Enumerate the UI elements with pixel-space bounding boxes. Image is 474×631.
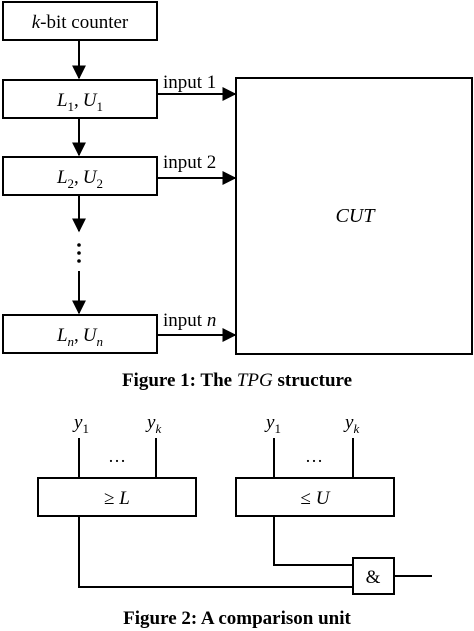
ge-comparator-box xyxy=(37,477,197,517)
input-1-label: input 1 xyxy=(163,72,216,93)
stage-2-box xyxy=(2,156,158,196)
ge-output-wire xyxy=(78,516,353,588)
left-yk-label: yk xyxy=(145,412,161,436)
figure-2-caption: Figure 2: A comparison unit xyxy=(123,608,351,629)
vertical-ellipsis xyxy=(77,243,81,263)
stage-n-box xyxy=(2,314,158,354)
left-ellipsis: … xyxy=(108,446,126,466)
le-output-wire xyxy=(273,516,353,566)
and-gate-label: & xyxy=(366,567,381,588)
left-y1-label: y1 xyxy=(72,412,89,436)
cut-label: CUT xyxy=(336,205,377,227)
counter-box xyxy=(2,1,158,41)
stage-n-label: Ln,Un xyxy=(56,325,103,349)
stage-2-label: L2,U2 xyxy=(56,167,103,191)
figure-2: y1 yk … ≥ L y1 yk … ≤ U & xyxy=(37,412,432,629)
stage-1-label: L1,U1 xyxy=(56,90,103,114)
figure-1: k-bit counter L1,U1 L2,U2 Ln,Un xyxy=(2,1,473,391)
right-y1-label: y1 xyxy=(264,412,281,436)
figure-1-caption: Figure 1: The TPG structure xyxy=(122,370,352,391)
ge-comparator-label: ≥ L xyxy=(104,488,130,509)
input-2-label: input 2 xyxy=(163,152,216,173)
right-ellipsis: … xyxy=(305,446,323,466)
cut-box xyxy=(235,77,473,355)
counter-label: k-bit counter xyxy=(32,12,129,33)
input-n-label: input n xyxy=(163,310,216,331)
le-comparator-label: ≤ U xyxy=(301,488,331,509)
right-yk-label: yk xyxy=(343,412,359,436)
le-comparator-box xyxy=(235,477,395,517)
stage-1-box xyxy=(2,79,158,119)
